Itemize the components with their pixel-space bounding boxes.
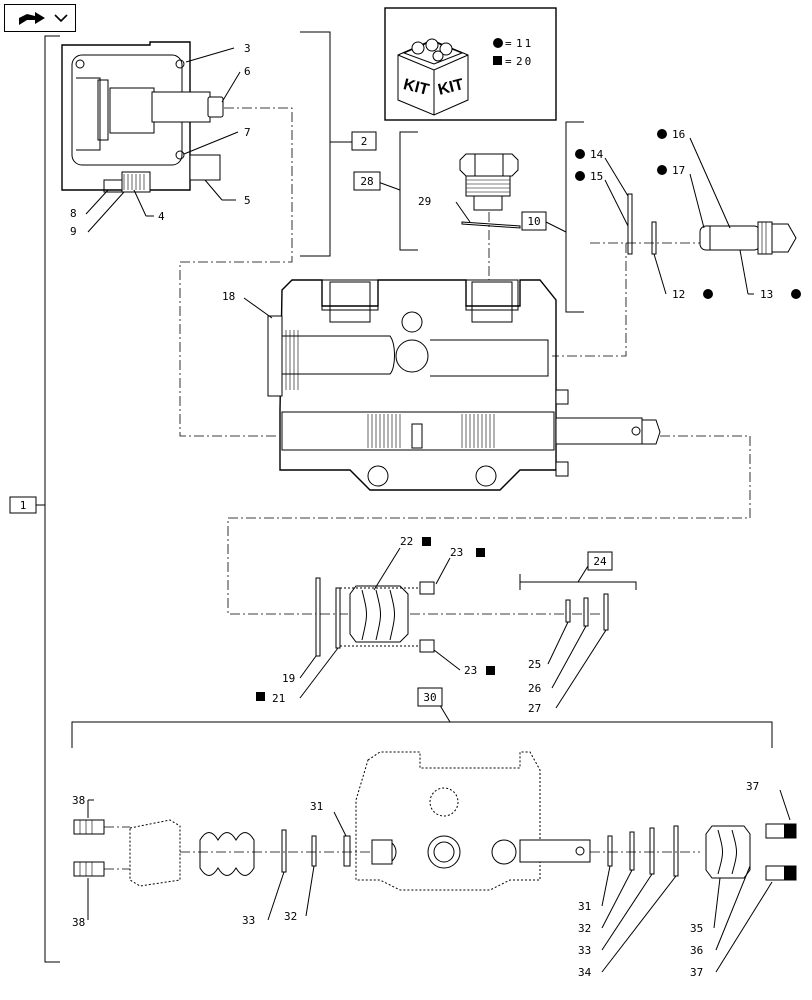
callout-22: 22 bbox=[400, 535, 413, 548]
callout-24: 24 bbox=[593, 555, 607, 568]
top-left-subassembly bbox=[61, 41, 224, 193]
callout-32-right: 32 bbox=[578, 922, 591, 935]
callout-38-bottom: 38 bbox=[72, 916, 85, 929]
kit-circle-16 bbox=[657, 129, 667, 139]
callout-26: 26 bbox=[528, 682, 541, 695]
bolt-38-bottom bbox=[73, 861, 105, 877]
callout-25: 25 bbox=[528, 658, 541, 671]
callout-31-right: 31 bbox=[578, 900, 591, 913]
boot-item-35 bbox=[705, 825, 751, 879]
callout-33-left: 33 bbox=[242, 914, 255, 927]
kit-circle-14 bbox=[575, 149, 585, 159]
callout-box-28[interactable] bbox=[353, 171, 381, 191]
callout-10: 10 bbox=[527, 215, 540, 228]
callout-31-left: 31 bbox=[310, 800, 323, 813]
callout-38-top: 38 bbox=[72, 794, 85, 807]
ghost-valve-body bbox=[355, 751, 591, 891]
kit-label-left: KIT bbox=[402, 76, 431, 99]
callout-28: 28 bbox=[360, 175, 373, 188]
kit-circle-15 bbox=[575, 171, 585, 181]
callout-4: 4 bbox=[158, 210, 165, 223]
spring bbox=[199, 832, 255, 876]
callout-19: 19 bbox=[282, 672, 295, 685]
callout-14: 14 bbox=[590, 148, 604, 161]
callout-box-2[interactable] bbox=[351, 131, 377, 151]
callout-box-10[interactable] bbox=[521, 211, 547, 231]
plug-item-29 bbox=[459, 153, 521, 229]
callout-27: 27 bbox=[528, 702, 541, 715]
callout-23-top: 23 bbox=[450, 546, 463, 559]
kit-legend: KIT KIT = 11 = 20 bbox=[384, 7, 557, 121]
bolt-38-top bbox=[73, 819, 105, 835]
kit-square-value: 20 bbox=[516, 55, 533, 68]
callout-7: 7 bbox=[244, 126, 251, 139]
callout-32-left: 32 bbox=[284, 910, 297, 923]
square-marker-icon bbox=[493, 56, 502, 65]
kit-circle-17 bbox=[657, 165, 667, 175]
kit-circle-value: 11 bbox=[516, 37, 533, 50]
callout-34: 34 bbox=[578, 966, 592, 979]
callout-3: 3 bbox=[244, 42, 251, 55]
callout-5: 5 bbox=[244, 194, 251, 207]
back-button[interactable] bbox=[4, 4, 76, 32]
callout-36: 36 bbox=[690, 944, 703, 957]
back-arrow-icon bbox=[19, 12, 68, 25]
svg-text:=: = bbox=[505, 37, 512, 50]
kit-circle-13 bbox=[791, 289, 801, 299]
callout-30: 30 bbox=[423, 691, 436, 704]
callout-29: 29 bbox=[418, 195, 431, 208]
callout-13: 13 bbox=[760, 288, 773, 301]
callout-21: 21 bbox=[272, 692, 285, 705]
kit-label-right: KIT bbox=[436, 76, 465, 99]
callout-17: 17 bbox=[672, 164, 685, 177]
kit-square-23-bottom bbox=[486, 666, 495, 675]
callout-2: 2 bbox=[361, 135, 368, 148]
callout-box-24[interactable] bbox=[587, 551, 613, 571]
callout-23-bottom: 23 bbox=[464, 664, 477, 677]
callout-18: 18 bbox=[222, 290, 235, 303]
circle-marker-icon bbox=[493, 38, 503, 48]
callout-33-right: 33 bbox=[578, 944, 591, 957]
callout-15: 15 bbox=[590, 170, 603, 183]
callout-12: 12 bbox=[672, 288, 685, 301]
boot-item-22 bbox=[349, 585, 409, 643]
svg-text:=: = bbox=[505, 55, 512, 68]
callout-6: 6 bbox=[244, 65, 251, 78]
valve-body bbox=[267, 279, 661, 491]
kit-square-21 bbox=[256, 692, 265, 701]
cap-dotted bbox=[129, 819, 181, 887]
callout-35: 35 bbox=[690, 922, 703, 935]
spool-cap-item-16-17 bbox=[699, 221, 797, 255]
callout-box-30[interactable] bbox=[417, 687, 443, 707]
callout-8: 8 bbox=[70, 207, 77, 220]
kit-part-icon bbox=[411, 41, 425, 55]
kit-circle-12 bbox=[703, 289, 713, 299]
callout-9: 9 bbox=[70, 225, 77, 238]
callout-37-top: 37 bbox=[746, 780, 759, 793]
kit-square-23-top bbox=[476, 548, 485, 557]
callout-16: 16 bbox=[672, 128, 685, 141]
callout-37-bottom: 37 bbox=[690, 966, 703, 979]
kit-square-22 bbox=[422, 537, 431, 546]
callout-1: 1 bbox=[20, 499, 27, 512]
bracket-item-1 bbox=[44, 35, 60, 963]
